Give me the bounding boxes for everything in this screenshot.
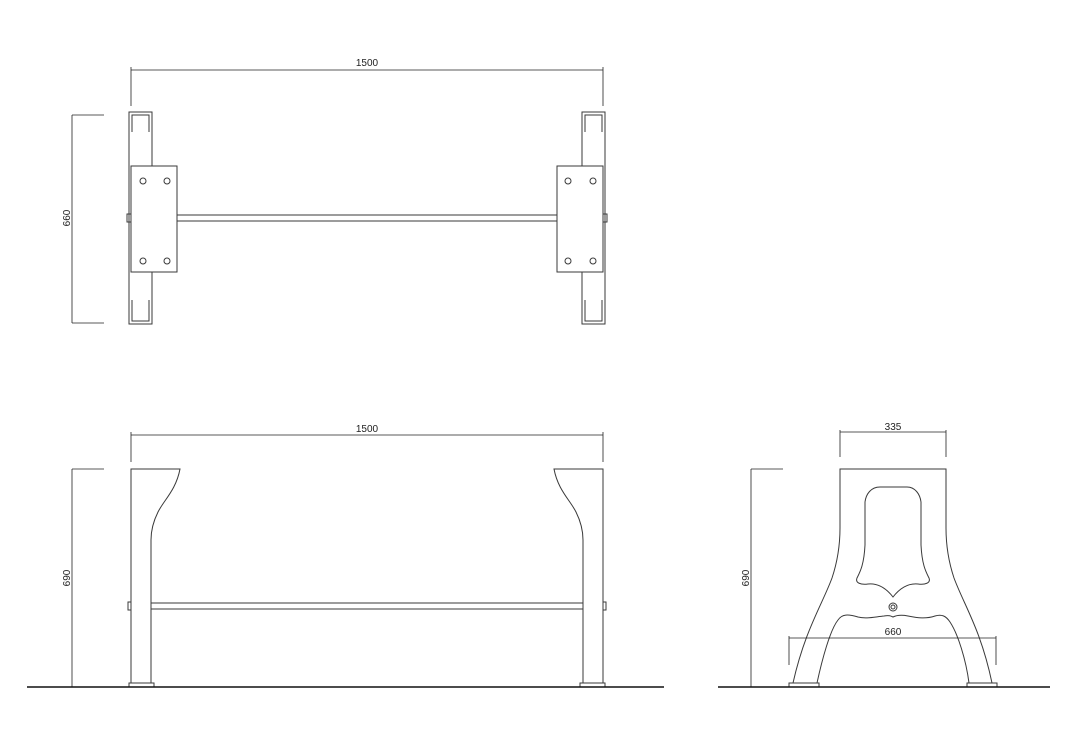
bolt-icon [888, 602, 898, 612]
right-leg-top [556, 111, 608, 325]
side-view-top-dimension [839, 430, 947, 457]
top-view-width-label: 1500 [356, 58, 379, 69]
stretcher-top [177, 214, 557, 222]
top-view-width-dimension [130, 67, 604, 106]
stretcher-front [151, 602, 583, 610]
side-view-base-width-label: 660 [885, 627, 902, 638]
front-view: 1500 690 [27, 424, 664, 688]
side-view-base-dimension [788, 636, 997, 665]
side-leg-frame [788, 468, 998, 688]
front-view-height-dimension [71, 468, 104, 687]
side-view-top-width-label: 335 [885, 422, 902, 433]
side-view-height-label: 690 [741, 569, 752, 586]
left-leg-top [126, 111, 178, 325]
right-leg-front [553, 468, 607, 688]
side-view: 335 690 660 [718, 422, 1050, 688]
top-view-depth-dimension [71, 114, 104, 324]
front-view-height-label: 690 [62, 569, 73, 586]
side-view-height-dimension [750, 468, 783, 687]
left-leg-front [127, 468, 181, 688]
top-view: 1500 660 [62, 58, 608, 325]
front-view-width-label: 1500 [356, 424, 379, 435]
front-view-width-dimension [130, 432, 604, 462]
top-view-depth-label: 660 [62, 209, 73, 226]
